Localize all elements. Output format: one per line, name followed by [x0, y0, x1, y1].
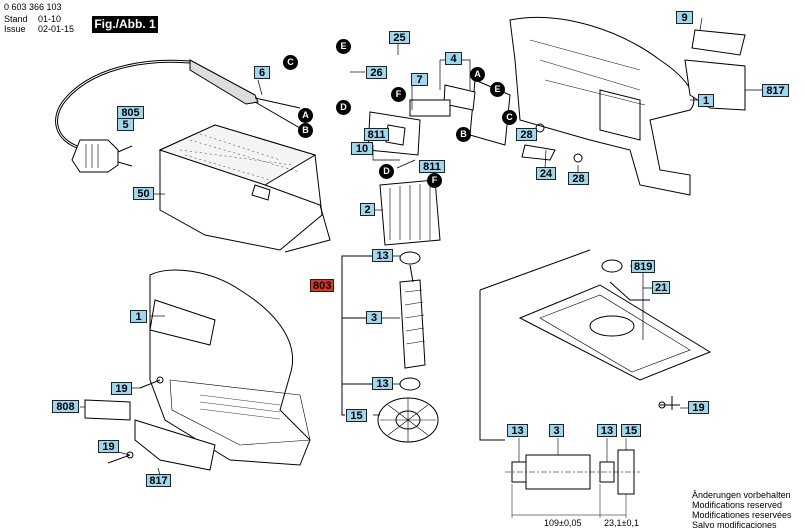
modification-notes: Änderungen vorbehalten Modifications res…	[692, 490, 792, 530]
part-label-2: 2	[360, 203, 375, 216]
field-stator	[379, 179, 441, 246]
armature-bracket	[341, 255, 373, 416]
dust-box	[158, 124, 331, 253]
part-label-28-lower: 28	[568, 172, 589, 185]
marker-f-cable: F	[391, 87, 406, 102]
stand-value: 01-10	[38, 14, 62, 24]
stand-label: Stand	[4, 14, 28, 24]
part-label-811-upper: 811	[364, 128, 389, 141]
plug	[71, 139, 133, 173]
marker-a-switch: A	[470, 67, 485, 82]
part-label-25: 25	[389, 31, 410, 44]
detail-label-15: 15	[621, 424, 641, 437]
housing-half	[509, 16, 695, 196]
marker-a-cable: A	[298, 108, 313, 123]
part-label-819: 819	[631, 260, 655, 273]
marker-e-cable: E	[336, 39, 351, 54]
detail-label-13-right: 13	[597, 424, 617, 437]
part-label-803: 803	[310, 279, 334, 292]
part-label-811-lower: 811	[419, 160, 445, 173]
part-label-1-lower: 1	[130, 310, 147, 323]
issue-label: Issue	[4, 24, 26, 34]
marker-b-cable: B	[298, 123, 313, 138]
part-label-817-lower: 817	[146, 474, 171, 487]
part-label-6: 6	[254, 66, 270, 79]
part-label-4: 4	[445, 52, 462, 65]
plate-and-clip-lower	[84, 399, 216, 471]
marker-d-cable: D	[336, 100, 351, 115]
note-en: Modifications reserved	[692, 500, 783, 510]
issue-value: 02-01-15	[38, 24, 75, 34]
dimension-fan-offset: 23,1±0,1	[604, 518, 639, 528]
part-label-13-upper: 13	[372, 249, 393, 262]
power-cable	[55, 59, 301, 150]
part-label-9: 9	[676, 11, 693, 24]
part-label-24: 24	[536, 167, 556, 180]
part-label-50: 50	[133, 187, 154, 200]
part-label-28-upper: 28	[516, 128, 537, 141]
armature-detail	[505, 438, 640, 518]
part-number: 0 603 366 103	[4, 2, 62, 12]
detail-label-13-left: 13	[507, 424, 528, 437]
marker-d-stator: D	[379, 164, 394, 179]
part-label-19-bottom: 19	[98, 440, 119, 453]
sole-plate	[479, 249, 712, 441]
part-label-817-top: 817	[762, 84, 789, 97]
part-label-3: 3	[366, 311, 382, 324]
part-label-5: 5	[117, 118, 134, 131]
detail-label-3: 3	[549, 424, 564, 437]
part-label-15: 15	[346, 409, 367, 422]
marker-c-cable: C	[283, 55, 298, 70]
dimension-armature-length: 109±0,05	[544, 518, 582, 528]
part-label-21: 21	[652, 281, 670, 294]
marker-c-switch: C	[502, 110, 517, 125]
part-label-10: 10	[351, 142, 373, 155]
part-label-19-left: 19	[111, 382, 132, 395]
marker-f-stator: F	[427, 173, 442, 188]
sander-body	[149, 269, 311, 466]
note-fr: Modificationes reservées	[692, 510, 792, 520]
figure-title: Fig./Abb. 1	[92, 16, 158, 33]
armature-group	[377, 251, 439, 443]
screws	[107, 376, 680, 464]
part-label-1-top: 1	[698, 94, 714, 107]
plate-and-clip-top	[684, 29, 746, 111]
part-label-19-right: 19	[688, 401, 709, 414]
part-label-26: 26	[366, 66, 387, 79]
part-label-808: 808	[52, 400, 79, 413]
note-es: Salvo modificaciones	[692, 520, 777, 530]
marker-e-switch: E	[490, 82, 505, 97]
note-de: Änderungen vorbehalten	[692, 490, 791, 500]
marker-b-switch: B	[456, 127, 471, 142]
part-label-7: 7	[411, 73, 428, 86]
part-label-13-lower: 13	[372, 377, 393, 390]
